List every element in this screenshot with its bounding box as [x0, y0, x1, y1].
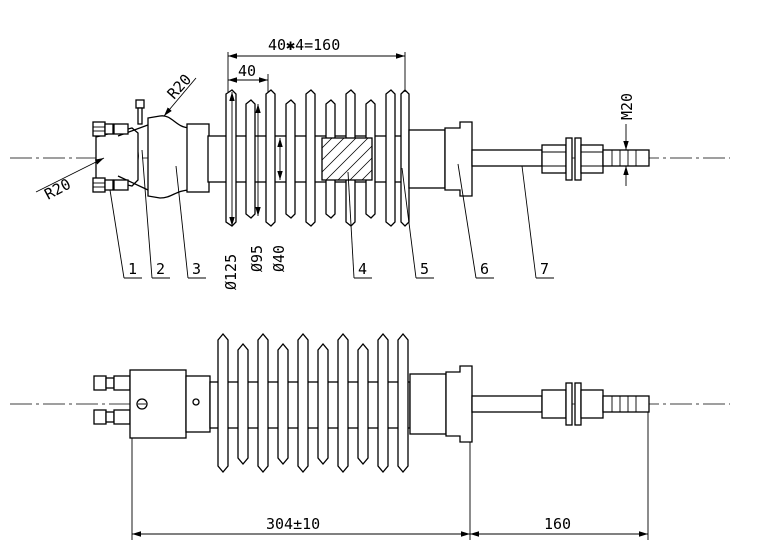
grease-nipple	[135, 99, 145, 125]
top-view: 40✱4=160 40 R20 R20 M20 Ø125 Ø95 Ø40 1 2	[10, 36, 730, 290]
dia-shed-small: Ø95	[248, 245, 266, 272]
dim-length: 304±10	[266, 515, 320, 533]
core-section	[321, 137, 373, 181]
callouts: 1 2 3 4 5 6 7	[109, 149, 554, 279]
terminal-bolts	[93, 375, 131, 425]
rod-hardware	[541, 137, 650, 181]
clamp-bolt-lower	[92, 177, 129, 193]
dim-rod: 160	[544, 515, 571, 533]
shed-stack-bottom	[209, 332, 411, 474]
callout-2: 2	[156, 260, 165, 278]
end-fitting-right	[408, 129, 446, 189]
radius-upper: R20	[164, 70, 196, 102]
callout-6: 6	[480, 260, 489, 278]
end-fitting-flange	[444, 121, 473, 197]
rod-bottom	[471, 395, 543, 413]
bottom-view: 304±10 160	[10, 332, 730, 540]
callout-1: 1	[128, 260, 137, 278]
clamp-bolt-upper	[92, 121, 129, 137]
thread-size: M20	[618, 93, 636, 120]
end-fitting-right-bottom	[409, 373, 447, 435]
radius-lower: R20	[41, 175, 73, 204]
dia-core: Ø40	[270, 245, 288, 272]
callout-4: 4	[358, 260, 367, 278]
dia-shed-large: Ø125	[222, 254, 240, 290]
dim-shed-spacing: 40	[238, 62, 256, 80]
rod-hardware-bottom	[541, 382, 650, 426]
end-fitting-collar-left	[186, 123, 210, 193]
rod	[471, 149, 543, 167]
callout-5: 5	[420, 260, 429, 278]
dim-pitch: 40✱4=160	[268, 36, 340, 54]
callout-7: 7	[540, 260, 549, 278]
callout-3: 3	[192, 260, 201, 278]
shed-stack	[207, 89, 410, 227]
